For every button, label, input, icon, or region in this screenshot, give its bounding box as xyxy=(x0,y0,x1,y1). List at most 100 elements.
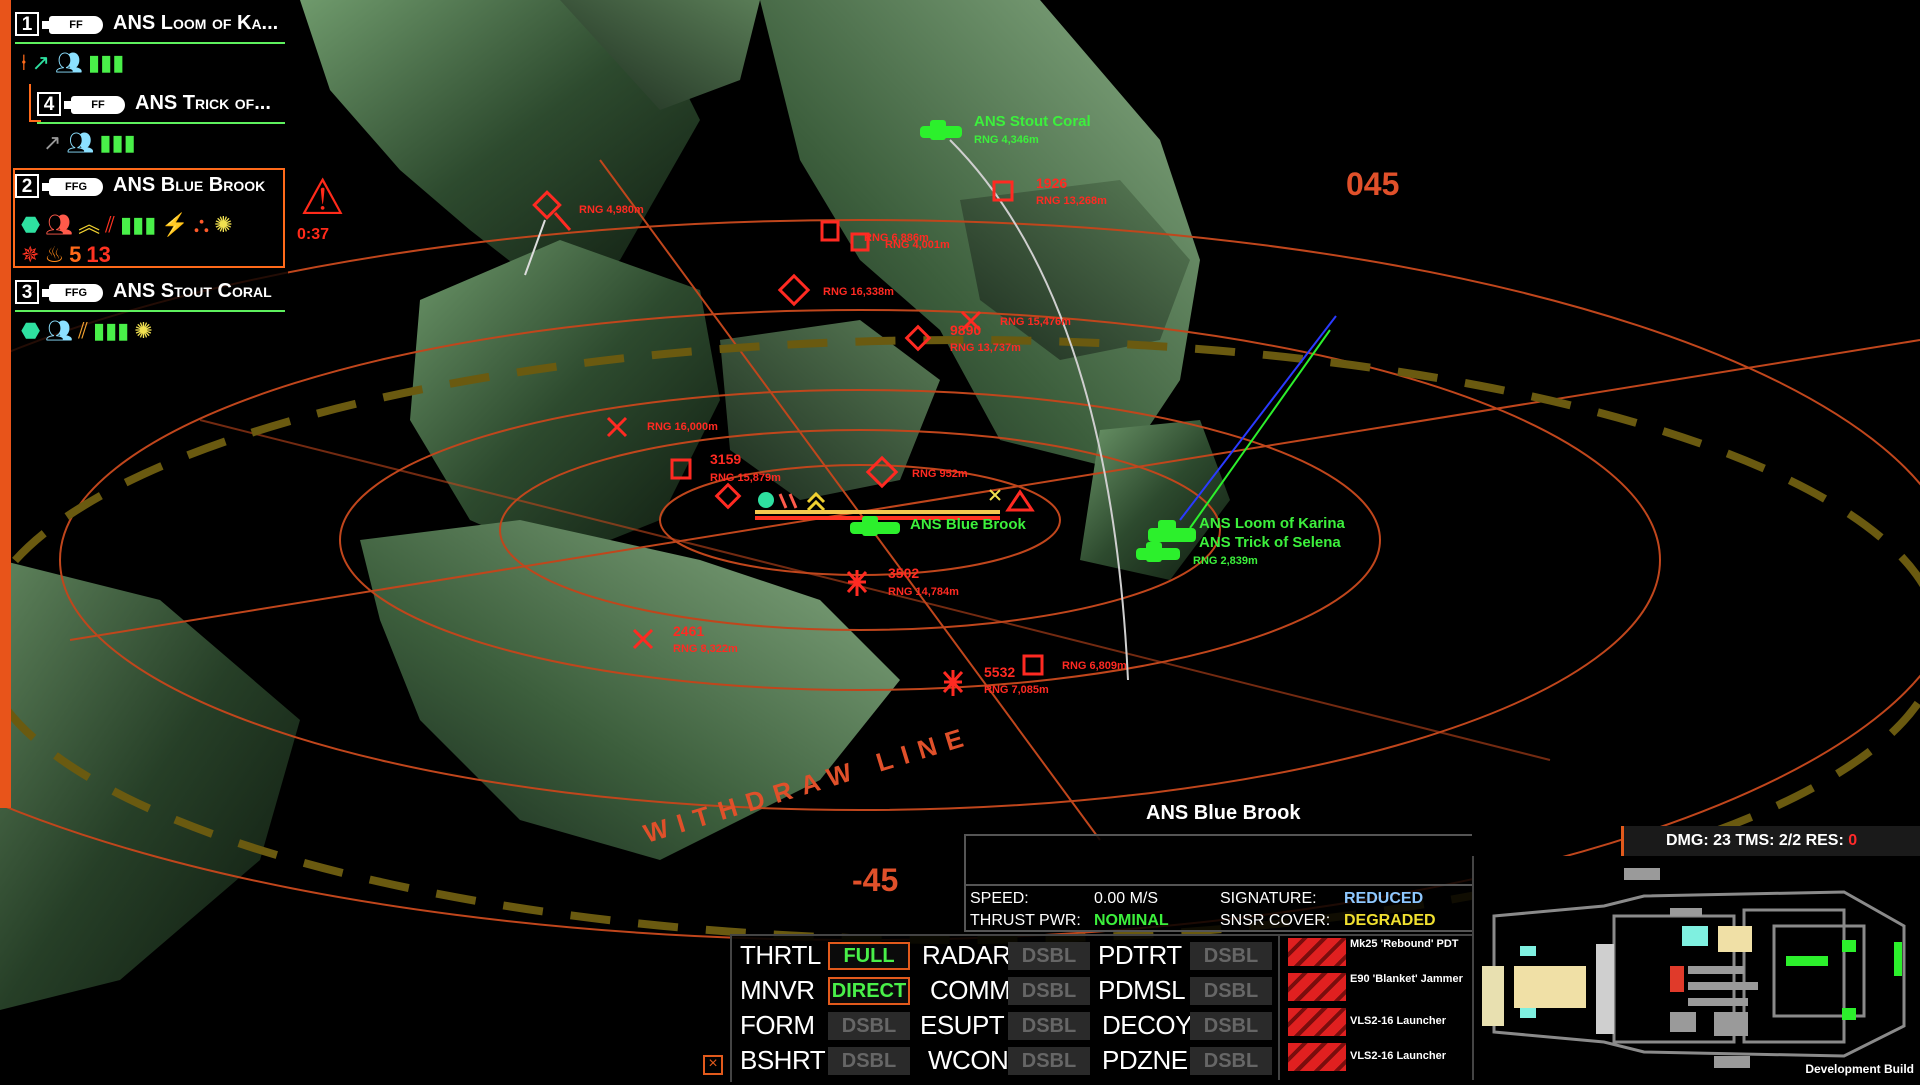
ship-name: ANS Blue Brook xyxy=(113,174,266,196)
bearing-045-label: 045 xyxy=(1346,166,1400,202)
fleet-ship-2-status: ⬣ 👥︎ ︽ ⫽ ▮▮▮ ⚡ ⛬ ✺ xyxy=(21,210,233,240)
hostile-marker xyxy=(960,310,982,332)
crew-casualty-icon: 👥︎ xyxy=(45,212,74,237)
friendly-range-label: RNG 4,346m xyxy=(974,134,1039,146)
weapon-row[interactable]: E90 'Blanket' Jammer xyxy=(1288,971,1474,1003)
ship-schematic-diagram xyxy=(1482,868,1906,1068)
crew-icon: 👥︎ xyxy=(45,318,74,343)
formation-label: FORM xyxy=(740,1010,815,1040)
crew-icon: 👥︎ xyxy=(66,130,95,155)
fleet-ship-4-header[interactable]: 4 FF ANS Trick of... xyxy=(37,84,285,124)
ship-class-icon: FFG xyxy=(42,284,103,302)
shield-icon: ⬣ xyxy=(21,318,41,343)
maneuver-button[interactable]: DIRECT xyxy=(828,977,910,1005)
esupt-button[interactable]: DSBL xyxy=(1008,1012,1090,1040)
ship-control-panel: THRTL FULL MNVR DIRECT FORM DSBL BSHRT D… xyxy=(730,934,1474,1082)
contact-range-label: RNG 6,886m xyxy=(864,232,929,244)
weapon-name: VLS2-16 Launcher xyxy=(1350,1050,1446,1062)
contact-range-label: RNG 4,001m xyxy=(885,239,950,251)
friendly-ships xyxy=(850,120,1196,562)
weapon-row[interactable]: Mk25 'Rebound' PDT xyxy=(1288,936,1474,968)
alert-timer: 0:37 xyxy=(297,226,330,243)
fleet-ship-3-status: ⬣ 👥︎ ⫽ ▮▮▮ ✺ xyxy=(21,316,153,346)
pdmsl-button[interactable]: DSBL xyxy=(1190,977,1272,1005)
formation-button[interactable]: DSBL xyxy=(828,1012,910,1040)
health-bar xyxy=(37,122,285,124)
weapon-name: VLS2-16 Launcher xyxy=(1350,1015,1446,1027)
health-bar xyxy=(15,310,285,312)
fleet-ship-1-status: ⍿ ↗ 👥︎ ▮▮▮ xyxy=(21,48,124,78)
radar-label: RADAR xyxy=(922,940,1011,970)
ship-number: 4 xyxy=(37,92,61,116)
contact-range-label: RNG 16,338m xyxy=(823,286,894,298)
target-icon: ✵ xyxy=(21,242,40,267)
fleet-ship-3-header[interactable]: 3 FFG ANS Stout Coral xyxy=(15,272,285,312)
hostile-marker xyxy=(846,570,868,596)
fire-icon: ⛬ xyxy=(193,212,210,237)
friendly-ship-loom-of-karina xyxy=(1148,520,1196,542)
damage-res-value: 0 xyxy=(1848,832,1858,849)
pdmsl-label: PDMSL xyxy=(1098,975,1186,1005)
friendly-name-label: ANS Blue Brook xyxy=(910,516,1026,533)
fleet-ship-1-header[interactable]: 1 FF ANS Loom of Ka... xyxy=(15,4,285,44)
battleshort-button[interactable]: DSBL xyxy=(828,1047,910,1075)
wcon-label: WCON xyxy=(928,1045,1009,1075)
comm-label: COMM xyxy=(930,975,1011,1005)
ship-class-icon: FFG xyxy=(42,178,103,196)
weapon-row[interactable]: VLS2-16 Launcher xyxy=(1288,1006,1474,1038)
info-divider xyxy=(966,884,1472,886)
ship-schematic[interactable]: Development Build xyxy=(1472,856,1920,1080)
close-icon[interactable]: × xyxy=(703,1055,723,1075)
weapons-list: Mk25 'Rebound' PDT E90 'Blanket' Jammer … xyxy=(1278,934,1474,1080)
contact-range-label: RNG 6,809m xyxy=(1062,660,1127,672)
decoy-button[interactable]: DSBL xyxy=(1190,1012,1272,1040)
contact-range-label: RNG 13,737m xyxy=(950,342,1021,354)
wcon-button[interactable]: DSBL xyxy=(1008,1047,1090,1075)
contact-range-label: RNG 8,322m xyxy=(673,643,738,655)
subordinate-connector xyxy=(29,84,41,122)
speed-value: 0.00 M/S xyxy=(1094,890,1159,907)
rank-chevron-icon: ︽ xyxy=(78,212,101,237)
maneuver-label: MNVR xyxy=(740,975,815,1005)
missile-count-a: 5 xyxy=(69,242,82,267)
weapon-name: E90 'Blanket' Jammer xyxy=(1350,973,1463,985)
speed-label: SPEED: xyxy=(970,890,1029,907)
weapon-row[interactable]: VLS2-16 Launcher xyxy=(1288,1041,1474,1073)
friendly-name-label: ANS Stout Coral xyxy=(974,113,1091,130)
ammo-icon: ▮▮▮ xyxy=(99,130,136,155)
ammo-icon: ▮▮▮ xyxy=(92,318,130,343)
contact-range-label: RNG 4,980m xyxy=(579,204,644,216)
contact-id-label: 3159 xyxy=(710,451,742,467)
pdzne-button[interactable]: DSBL xyxy=(1190,1047,1272,1075)
contact-range-label: RNG 16,000m xyxy=(647,421,718,433)
ammo-belt-icon: ⫽ xyxy=(78,318,88,343)
ship-number: 1 xyxy=(15,12,39,36)
friendly-range-label: RNG 2,839m xyxy=(1193,555,1258,567)
crew-icon: 👥︎ xyxy=(55,50,84,75)
contact-range-label: RNG 15,476m xyxy=(1000,316,1071,328)
pdtrt-button[interactable]: DSBL xyxy=(1190,942,1272,970)
ammo-icon: ▮▮▮ xyxy=(88,50,125,75)
hostile-marker xyxy=(904,324,932,352)
damage-text: DMG: 23 TMS: 2/2 RES: xyxy=(1666,832,1844,849)
friendly-name-label: ANS Loom of Karina xyxy=(1199,515,1345,532)
health-bar xyxy=(15,42,285,44)
hostile-marker xyxy=(714,482,742,510)
damaged-ammo-icon: ⫽ xyxy=(105,212,115,237)
subordinate-link-icon: ⍿ xyxy=(21,50,27,75)
friendly-status-icons xyxy=(758,489,1001,512)
throttle-button[interactable]: FULL xyxy=(828,942,910,970)
contact-id-label: 3502 xyxy=(888,565,920,581)
comm-button[interactable]: DSBL xyxy=(1008,977,1090,1005)
missile-count-b: 13 xyxy=(86,242,111,267)
battleshort-label: BSHRT xyxy=(740,1045,826,1075)
fleet-ship-2-header[interactable]: 2 FFG ANS Blue Brook xyxy=(15,166,285,206)
contact-range-label: RNG 7,085m xyxy=(984,684,1049,696)
radar-button[interactable]: DSBL xyxy=(1008,942,1090,970)
friendly-ship-trick-of-selena xyxy=(1136,542,1180,562)
contact-id-label: 1926 xyxy=(1036,175,1068,191)
ship-name: ANS Loom of Ka... xyxy=(113,12,279,34)
alert-warning-icon[interactable]: ⚠ xyxy=(300,169,345,225)
ship-number: 2 xyxy=(15,174,39,198)
